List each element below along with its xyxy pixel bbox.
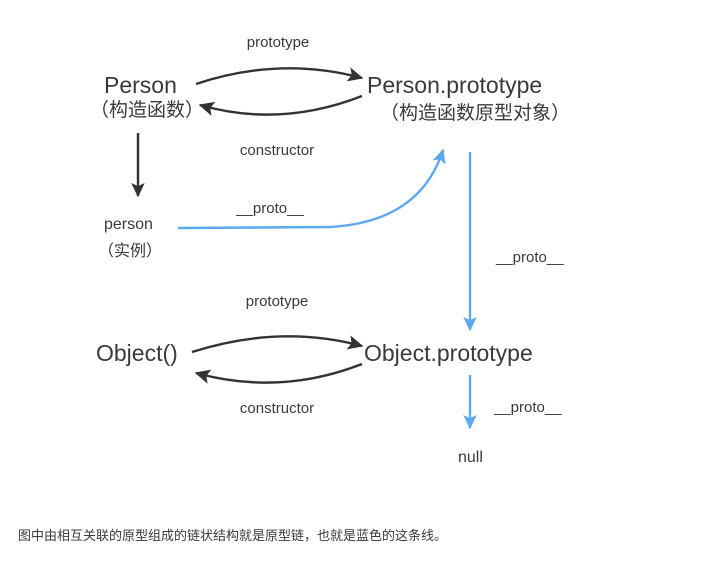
edge-person-prototype-to-person xyxy=(198,94,363,116)
node-null-name: null xyxy=(458,449,483,466)
edge-label-person-prototype: prototype xyxy=(246,34,310,51)
node-person-prototype-name: Person.prototype xyxy=(367,72,543,98)
node-person-prototype-sub: （构造函数原型对象） xyxy=(380,103,571,124)
edge-label-object-prototype: prototype xyxy=(245,293,309,310)
edge-instance-to-person-prototype xyxy=(177,148,446,230)
edge-object-to-object-prototype xyxy=(191,335,364,354)
node-person-instance-name: person xyxy=(104,216,153,233)
node-person-instance-sub: （实例） xyxy=(98,243,163,260)
diagram-caption: 图中由相互关联的原型组成的链状结构就是原型链，也就是蓝色的这条线。 xyxy=(18,528,448,543)
edge-label-object-constructor: constructor xyxy=(239,400,315,417)
node-object-prototype-name: Object.prototype xyxy=(364,340,533,366)
node-person-constructor-name: Person xyxy=(104,72,177,98)
edge-label-person-constructor: constructor xyxy=(239,142,315,159)
node-person-constructor-sub: （构造函数） xyxy=(90,100,205,121)
edge-person-to-person-prototype xyxy=(195,67,364,86)
edge-label-instance-proto: __proto__ xyxy=(236,200,304,217)
edge-label-person-prototype-proto: __proto__ xyxy=(496,249,564,266)
edge-label-object-prototype-proto: __proto__ xyxy=(494,399,562,416)
edge-object-prototype-to-object xyxy=(194,362,363,384)
node-object-constructor-name: Object() xyxy=(96,340,178,366)
